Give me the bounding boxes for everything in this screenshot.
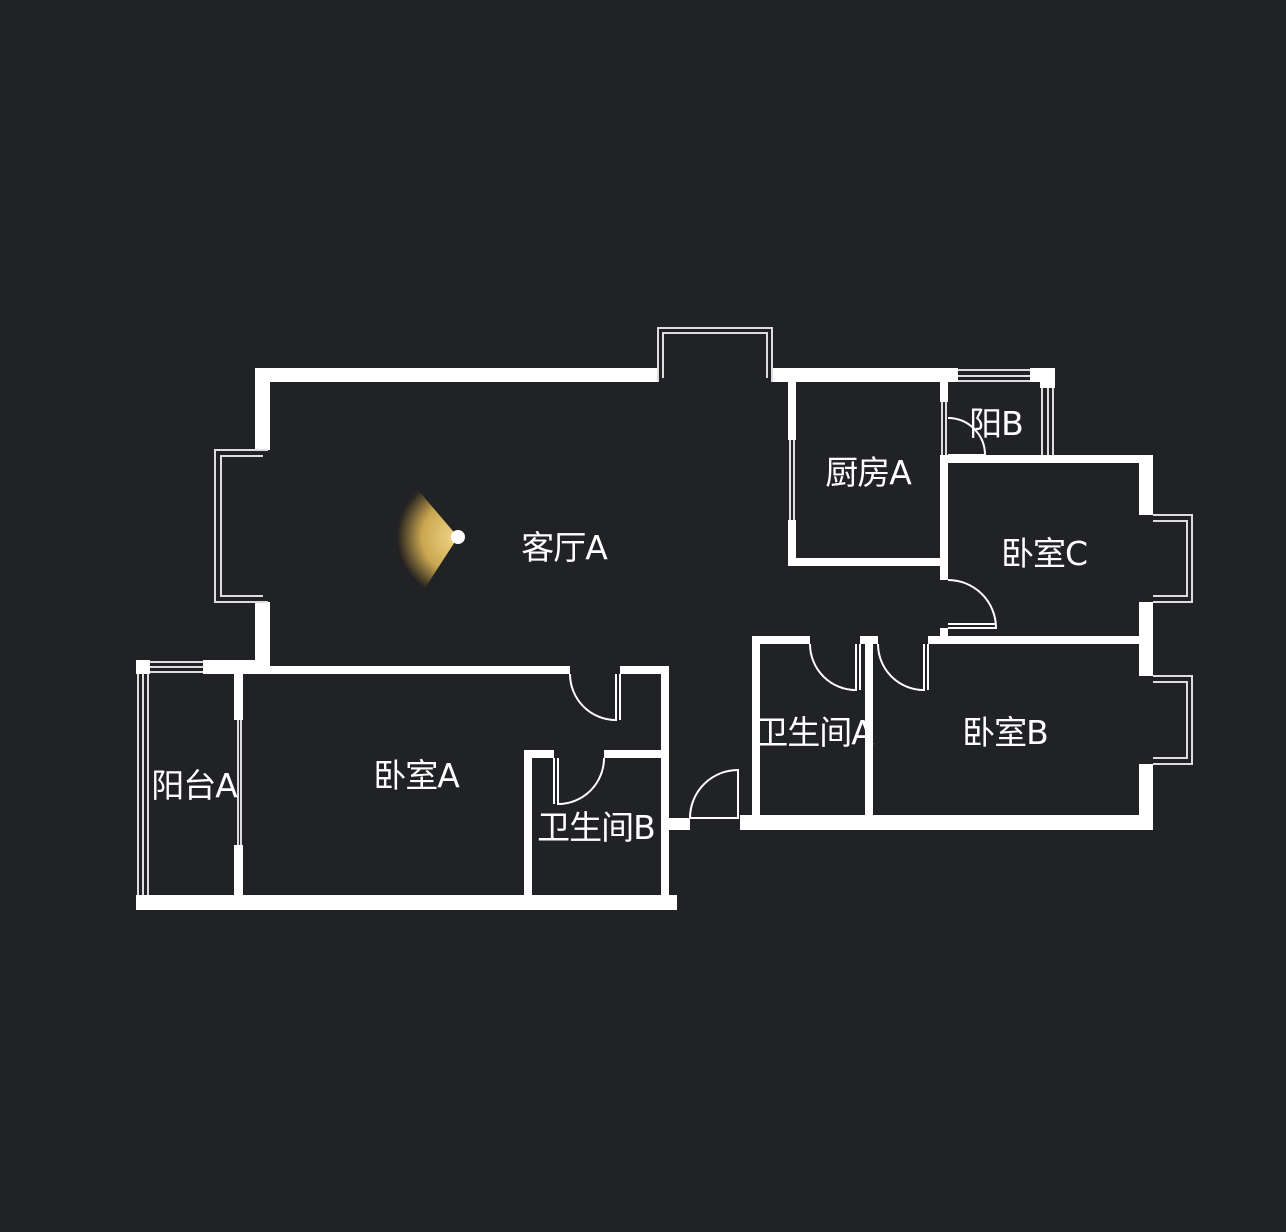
doors bbox=[553, 417, 998, 819]
room-label-balcony-b: 阳B bbox=[969, 404, 1024, 443]
room-label-kitchen: 厨房A bbox=[825, 453, 912, 492]
room-label-bedroom-a: 卧室A bbox=[373, 756, 460, 795]
room-label-bathroom-a: 卫生间A bbox=[755, 713, 874, 752]
room-label-living: 客厅A bbox=[521, 528, 608, 567]
camera-view-icon bbox=[397, 490, 465, 588]
room-label-bedroom-c: 卧室C bbox=[1000, 534, 1088, 573]
windows bbox=[137, 327, 1193, 895]
room-label-bedroom-b: 卧室B bbox=[962, 713, 1049, 752]
room-label-balcony-a: 阳台A bbox=[151, 766, 238, 805]
walls bbox=[136, 368, 1153, 910]
room-label-bathroom-b: 卫生间B bbox=[537, 808, 656, 847]
